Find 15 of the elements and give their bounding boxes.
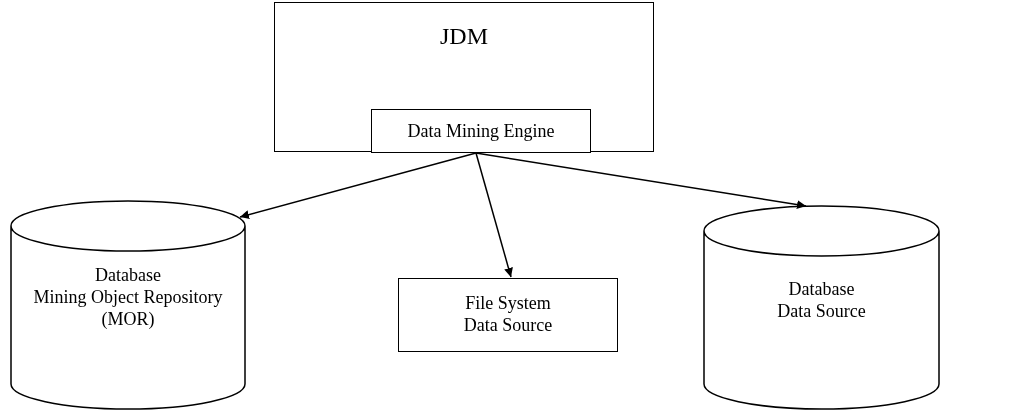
title-label: JDM	[440, 25, 488, 47]
system-box	[274, 2, 654, 152]
node-label: Database	[788, 278, 855, 300]
arrow	[475, 152, 807, 209]
arrow	[239, 152, 477, 219]
node-label: Mining Object Repository (MOR)	[32, 286, 224, 330]
process-box	[398, 278, 618, 352]
node-label: Database	[95, 264, 161, 286]
database-cylinder	[10, 200, 246, 410]
process-box	[371, 109, 591, 153]
node-label: Data Mining Engine	[407, 120, 555, 142]
arrow	[475, 152, 513, 278]
database-cylinder	[703, 205, 940, 410]
node-label: File System Data Source	[462, 292, 554, 336]
node-label: Data Source	[777, 300, 866, 322]
